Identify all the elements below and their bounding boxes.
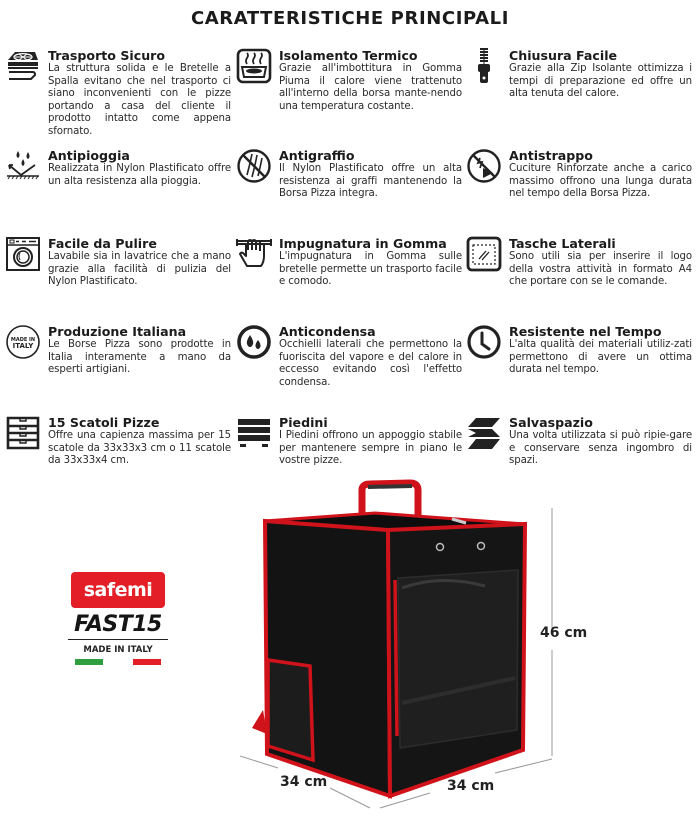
zipper-icon bbox=[466, 48, 502, 84]
model-name: FAST15 bbox=[68, 612, 168, 640]
feet-icon bbox=[236, 415, 272, 451]
pizza-box-hand-icon bbox=[5, 48, 41, 84]
feature-title: Impugnatura in Gomma bbox=[279, 236, 447, 251]
pocket-reflection bbox=[401, 676, 516, 705]
feature-title: Trasporto Sicuro bbox=[48, 48, 166, 63]
depth-dimension-line bbox=[329, 787, 371, 809]
made-in-text: MADE IN bbox=[11, 337, 35, 343]
width-dimension-line bbox=[379, 792, 431, 809]
pizza-bag-illustration bbox=[239, 479, 553, 809]
bag-handle bbox=[358, 479, 422, 520]
clock-icon bbox=[466, 324, 502, 360]
feature-description: Cuciture Rinforzate anche a carico massi… bbox=[509, 163, 692, 200]
zipper-pull bbox=[451, 517, 467, 525]
heated-box-icon bbox=[236, 48, 272, 84]
shoulder-strap bbox=[252, 710, 267, 734]
feature-description: L'alta qualità dei materiali utiliz-zati… bbox=[509, 339, 692, 376]
brand-name: safemi bbox=[71, 572, 165, 608]
feature-description: La struttura solida e le Bretelle a Spal… bbox=[48, 63, 231, 137]
feature-description: Offre una capienza massima per 15 scatol… bbox=[48, 430, 231, 467]
fold-icon bbox=[466, 415, 502, 451]
anti-condensation-icon bbox=[236, 324, 272, 360]
page-title: CARATTERISTICHE PRINCIPALI bbox=[190, 8, 510, 29]
no-scratch-icon bbox=[236, 148, 272, 184]
side-pocket bbox=[266, 657, 315, 763]
feature-description: Realizzata in Nylon Plastificato offre u… bbox=[48, 163, 231, 187]
vent-eyelet bbox=[476, 541, 486, 551]
hand-grip-icon bbox=[236, 236, 272, 272]
pocket-reflection bbox=[401, 579, 486, 590]
feature-title: Antipioggia bbox=[48, 148, 130, 163]
washing-machine-icon bbox=[5, 236, 41, 272]
bag-side-panel bbox=[262, 518, 393, 799]
width-label: 34 cm bbox=[447, 778, 495, 794]
height-label: 46 cm bbox=[540, 625, 588, 641]
feature-title: Resistente nel Tempo bbox=[509, 324, 662, 339]
feature-description: Occhielli laterali che permettono la fuo… bbox=[279, 339, 462, 388]
feature-title: Anticondensa bbox=[279, 324, 376, 339]
rain-drops-icon bbox=[5, 148, 41, 184]
stacked-boxes-icon bbox=[5, 415, 41, 451]
no-tear-icon bbox=[466, 148, 502, 184]
italy-text: ITALY bbox=[13, 342, 35, 350]
feature-description: Grazie all'imbottitura in Gomma Piuma il… bbox=[279, 63, 462, 112]
feature-title: Chiusura Facile bbox=[509, 48, 618, 63]
feature-description: Sono utili sia per inserire il logo dell… bbox=[509, 251, 692, 288]
feature-description: L'impugnatura in Gomma sulle bretelle pe… bbox=[279, 251, 462, 288]
handle-grip bbox=[367, 484, 413, 489]
brand-logo: safemi FAST15 MADE IN ITALY bbox=[68, 572, 168, 665]
feature-title: Antigraffio bbox=[279, 148, 355, 163]
feature-description: Grazie alla Zip Isolante ottimizza i tem… bbox=[509, 63, 692, 100]
feature-description: Le Borse Pizza sono prodotte in Italia i… bbox=[48, 339, 231, 376]
product-image: 46 cm 34 cm 34 cm bbox=[239, 478, 600, 823]
side-pocket-icon bbox=[466, 236, 502, 272]
depth-dimension-line bbox=[239, 755, 279, 769]
feature-title: Antistrappo bbox=[509, 148, 593, 163]
front-zipper bbox=[393, 579, 399, 737]
feature-title: Salvaspazio bbox=[509, 415, 593, 430]
feature-title: Isolamento Termico bbox=[279, 48, 418, 63]
feature-title: Facile da Pulire bbox=[48, 236, 157, 251]
width-dimension-line bbox=[494, 758, 553, 774]
feature-title: Piedini bbox=[279, 415, 328, 430]
depth-label: 34 cm bbox=[280, 774, 328, 790]
front-clear-pocket bbox=[397, 569, 519, 749]
flag-green-stripe bbox=[75, 659, 103, 665]
feature-description: Una volta utilizzata si può ripie-gare e… bbox=[509, 430, 692, 467]
feature-title: Produzione Italiana bbox=[48, 324, 187, 339]
feature-title: Tasche Laterali bbox=[509, 236, 616, 251]
feature-description: Lavabile sia in lavatrice che a mano gra… bbox=[48, 251, 231, 288]
feature-description: I Piedini offrono un appoggio stabile pe… bbox=[279, 430, 462, 467]
flag-red-stripe bbox=[133, 659, 161, 665]
feature-title: 15 Scatoli Pizze bbox=[48, 415, 160, 430]
italian-flag bbox=[68, 659, 168, 665]
vent-eyelet bbox=[435, 542, 445, 552]
made-in-italy-label: MADE IN ITALY bbox=[83, 645, 153, 655]
feature-description: Il Nylon Plastificato offre un alta resi… bbox=[279, 163, 462, 200]
